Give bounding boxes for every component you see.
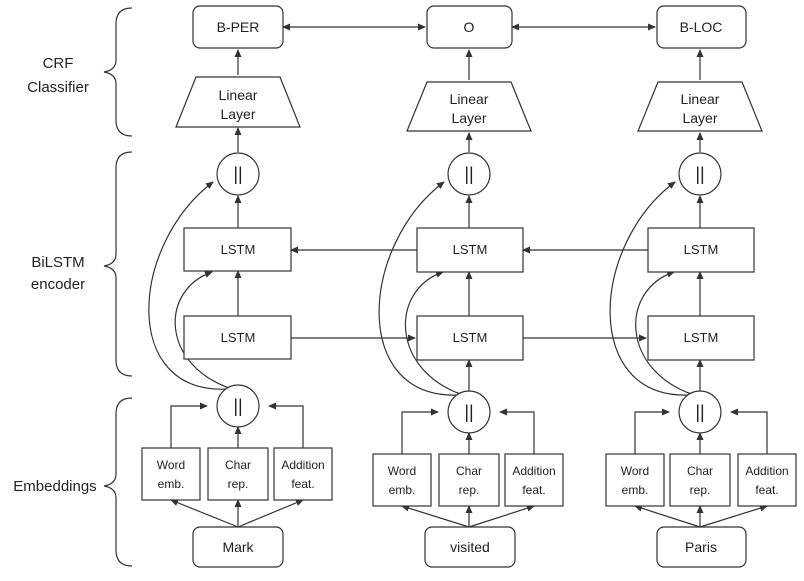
addition-feat-box-mark [273, 447, 333, 501]
addition-feat-line1-paris: Addition [745, 464, 788, 478]
lstm-backward-paris [647, 227, 755, 273]
char-rep-line1-visited: Char [456, 464, 482, 478]
lstm-backward-label-paris: LSTM [684, 242, 719, 257]
word-label-paris: Paris [685, 539, 717, 555]
bilstm-label-line2: encoder [31, 276, 85, 293]
word-emb-box-paris [605, 453, 665, 507]
lstm-forward-paris [647, 315, 755, 361]
bottom-concat-label-mark: || [233, 396, 242, 416]
lstm-backward-mark [183, 227, 292, 272]
addition-feat-box-visited [504, 453, 564, 507]
embeddings-brace [103, 397, 133, 567]
lstm-backward-visited [416, 227, 524, 273]
addition-feat-line2-mark: feat. [291, 477, 314, 491]
char-rep-line2-mark: rep. [228, 477, 249, 491]
column-paris: B-LOC Linear Layer || LSTM LSTM || Word … [605, 5, 797, 568]
column-visited: O Linear Layer || LSTM LSTM || Word emb.… [372, 5, 564, 568]
top-concat-node-paris [678, 152, 722, 196]
char-rep-line2-visited: rep. [459, 483, 480, 497]
bottom-concat-label-visited: || [464, 402, 473, 422]
char-rep-box-paris [669, 453, 731, 507]
bottom-concat-node-paris [678, 390, 722, 434]
linear-layer-mark [175, 76, 301, 128]
addition-feat-line1-visited: Addition [512, 464, 555, 478]
word-label-mark: Mark [222, 539, 254, 555]
word-label-visited: visited [450, 539, 490, 555]
word-emb-line1-mark: Word [157, 458, 185, 472]
word-emb-line2-paris: emb. [622, 483, 649, 497]
tag-label-visited: O [464, 19, 475, 35]
linear-layer-visited [406, 81, 532, 132]
word-emb-line1-visited: Word [388, 464, 416, 478]
linear-label-line1-paris: Linear [681, 91, 720, 107]
lstm-backward-label-mark: LSTM [221, 242, 256, 257]
char-rep-box-mark [207, 447, 269, 501]
char-rep-box-visited [438, 453, 500, 507]
word-emb-line2-visited: emb. [389, 483, 416, 497]
crf-brace [103, 7, 133, 137]
bilstm-brace [103, 151, 133, 377]
bottom-concat-node-visited [447, 390, 491, 434]
lstm-forward-visited [416, 315, 524, 361]
lstm-forward-label-visited: LSTM [453, 330, 488, 345]
crf-label-line1: CRF [43, 55, 74, 72]
char-rep-line1-paris: Char [687, 464, 713, 478]
top-concat-label-paris: || [695, 164, 704, 184]
char-rep-line1-mark: Char [225, 458, 251, 472]
lstm-forward-mark [183, 315, 292, 360]
addition-feat-line2-visited: feat. [522, 483, 545, 497]
section-bilstm-encoder: BiLSTM encoder [31, 151, 133, 377]
top-concat-label-visited: || [464, 164, 473, 184]
linear-label-line2-visited: Layer [451, 110, 486, 126]
top-concat-node-visited [447, 152, 491, 196]
bottom-concat-label-paris: || [695, 402, 704, 422]
word-emb-line1-paris: Word [621, 464, 649, 478]
word-box-visited [424, 526, 516, 568]
word-box-mark [192, 526, 284, 568]
linear-label-line2-paris: Layer [682, 110, 717, 126]
lstm-forward-label-mark: LSTM [221, 330, 256, 345]
linear-label-line2-mark: Layer [220, 106, 255, 122]
top-concat-label-mark: || [233, 164, 242, 184]
word-box-paris [656, 526, 747, 568]
tag-box-mark [192, 5, 284, 49]
word-emb-box-mark [141, 447, 201, 501]
addition-feat-line1-mark: Addition [281, 458, 324, 472]
embeddings-label: Embeddings [13, 478, 96, 495]
word-emb-box-visited [372, 453, 432, 507]
addition-feat-line2-paris: feat. [755, 483, 778, 497]
linear-layer-paris [637, 81, 763, 132]
linear-label-line1-visited: Linear [450, 91, 489, 107]
section-embeddings: Embeddings [13, 397, 133, 567]
top-concat-node-mark [216, 152, 260, 196]
column-mark: B-PER Linear Layer || LSTM LSTM || Word … [141, 5, 333, 568]
word-emb-line2-mark: emb. [158, 477, 185, 491]
bilstm-label-line1: BiLSTM [31, 254, 84, 271]
crf-label-line2: Classifier [27, 79, 89, 96]
char-rep-line2-paris: rep. [690, 483, 711, 497]
lstm-backward-label-visited: LSTM [453, 242, 488, 257]
bottom-concat-node-mark [216, 384, 260, 428]
tag-label-mark: B-PER [217, 19, 260, 35]
addition-feat-box-paris [737, 453, 797, 507]
lstm-forward-label-paris: LSTM [684, 330, 719, 345]
tag-box-paris [656, 5, 747, 49]
section-crf-classifier: CRF Classifier [27, 7, 133, 137]
tag-label-paris: B-LOC [680, 19, 723, 35]
tag-box-visited [426, 5, 513, 49]
linear-label-line1-mark: Linear [219, 87, 258, 103]
